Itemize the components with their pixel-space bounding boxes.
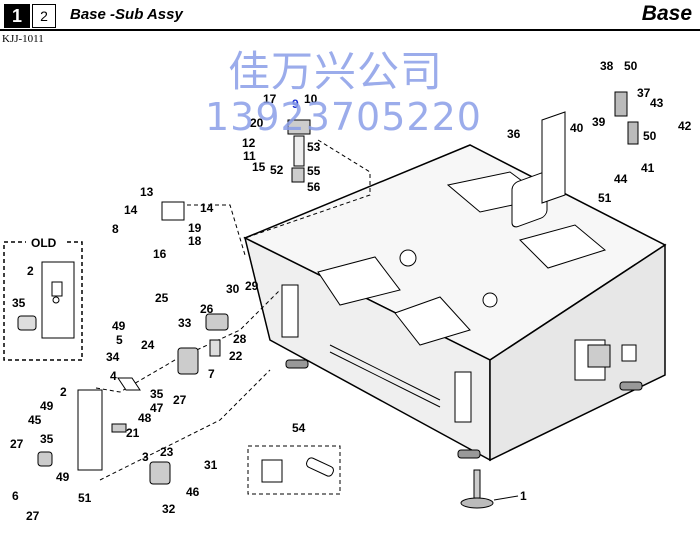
callout-24: 24 — [141, 338, 155, 352]
callout-2b: 2 — [60, 385, 67, 399]
callout-43: 43 — [650, 96, 664, 110]
callout-36: 36 — [507, 127, 521, 141]
callout-50: 50 — [624, 59, 638, 73]
callout-6: 6 — [12, 489, 19, 503]
callout-17: 17 — [263, 92, 277, 106]
callout-26: 26 — [200, 302, 214, 316]
callout-12: 12 — [242, 136, 256, 150]
section-title: Base — [641, 2, 692, 25]
callout-54: 54 — [292, 421, 306, 435]
callout-labels: 1 2 2 3 4 5 6 7 8 9 10 11 12 13 14 14 15… — [10, 59, 692, 523]
callout-52: 52 — [270, 163, 284, 177]
callout-32: 32 — [162, 502, 176, 516]
callout-51b: 51 — [78, 491, 92, 505]
callout-27: 27 — [173, 393, 187, 407]
page-header: 1 2 Base -Sub Assy Base — [0, 0, 700, 32]
callout-50b: 50 — [643, 129, 657, 143]
callout-49: 49 — [112, 319, 126, 333]
callout-5: 5 — [116, 333, 123, 347]
callout-35c: 35 — [40, 432, 54, 446]
old-plate — [41, 261, 75, 339]
callout-42: 42 — [678, 119, 692, 133]
callout-3: 3 — [142, 450, 149, 464]
old-label: OLD — [31, 236, 57, 250]
page-number-box[interactable]: 1 — [4, 4, 30, 28]
callout-14b: 14 — [200, 201, 214, 215]
callout-51: 51 — [598, 191, 612, 205]
callout-14: 14 — [124, 203, 138, 217]
callout-45: 45 — [28, 413, 42, 427]
watermark-phone: 13923705220 — [205, 95, 482, 139]
bracket-36 — [541, 111, 566, 204]
callout-53: 53 — [307, 140, 321, 154]
callout-1: 1 — [520, 489, 527, 503]
callout-37: 37 — [637, 86, 651, 100]
old-switch — [17, 315, 37, 331]
callout-35b: 35 — [150, 387, 164, 401]
callout-10: 10 — [304, 92, 318, 106]
callout-49c: 49 — [56, 470, 70, 484]
callout-39: 39 — [592, 115, 606, 129]
callout-38: 38 — [600, 59, 614, 73]
callout-20: 20 — [250, 116, 264, 130]
callout-27c: 27 — [26, 509, 40, 523]
callout-31: 31 — [204, 458, 218, 472]
part-code: KJJ-1011 — [2, 33, 44, 45]
callout-8: 8 — [112, 222, 119, 236]
callout-28: 28 — [233, 332, 247, 346]
callout-13: 13 — [140, 185, 154, 199]
callout-4: 4 — [110, 369, 117, 383]
callout-23: 23 — [160, 445, 174, 459]
callout-48: 48 — [138, 411, 152, 425]
callout-30: 30 — [226, 282, 240, 296]
old-label-bg — [26, 236, 64, 249]
callout-16: 16 — [153, 247, 167, 261]
callout-15: 15 — [252, 160, 266, 174]
callout-46: 46 — [186, 485, 200, 499]
callout-19: 19 — [188, 221, 202, 235]
callout-22: 22 — [229, 349, 243, 363]
callout-40: 40 — [570, 121, 584, 135]
leveling-foot — [285, 359, 643, 509]
callout-49b: 49 — [40, 399, 54, 413]
callout-29: 29 — [245, 279, 259, 293]
watermark-company: 佳万兴公司 — [228, 47, 444, 96]
callout-11: 11 — [243, 149, 256, 163]
callout-55: 55 — [307, 164, 321, 178]
callout-25: 25 — [155, 291, 169, 305]
callout-44: 44 — [614, 172, 628, 186]
callout-27b: 27 — [10, 437, 24, 451]
page-alt-box[interactable]: 2 — [32, 4, 56, 28]
callout-56: 56 — [307, 180, 321, 194]
callout-7: 7 — [208, 367, 215, 381]
callout-47: 47 — [150, 401, 164, 415]
callout-9: 9 — [292, 97, 299, 111]
callout-18: 18 — [188, 234, 202, 248]
header-divider — [0, 29, 700, 31]
callout-21: 21 — [126, 426, 140, 440]
callout-41: 41 — [641, 161, 655, 175]
callout-35: 35 — [12, 296, 26, 310]
callout-2: 2 — [27, 264, 34, 278]
callout-33: 33 — [178, 316, 192, 330]
page-title: Base -Sub Assy — [70, 6, 183, 23]
callout-34: 34 — [106, 350, 120, 364]
